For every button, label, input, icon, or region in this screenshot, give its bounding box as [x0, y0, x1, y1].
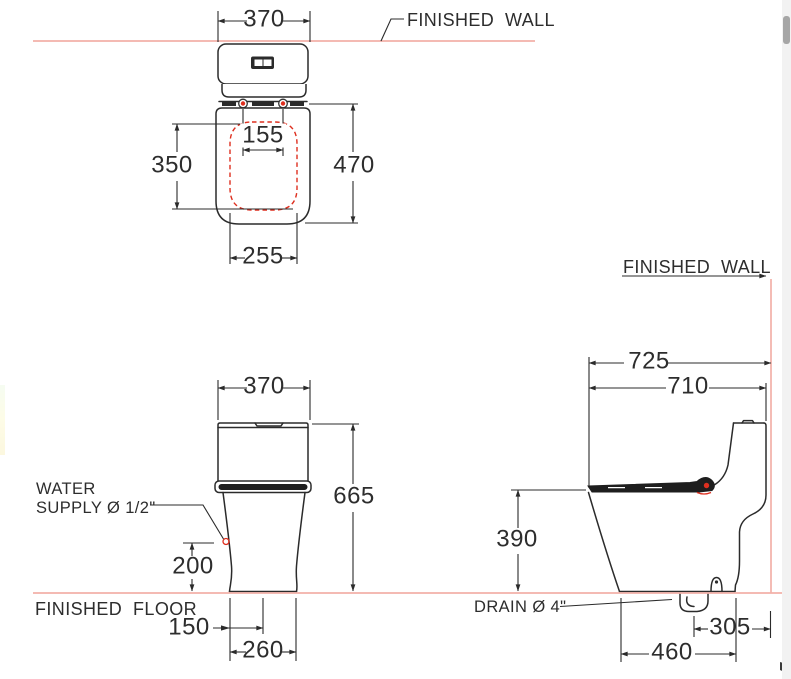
scrollbar-track[interactable] — [782, 0, 791, 679]
side-view — [511, 273, 772, 662]
drain-outlet — [559, 592, 709, 613]
toilet-side-profile — [587, 419, 767, 593]
bowl-top-view — [215, 107, 311, 225]
dim-200 — [183, 542, 214, 592]
dim-665 — [312, 423, 359, 592]
front-view — [150, 380, 359, 661]
tank-lid-edge — [221, 84, 307, 98]
finished-wall-leader — [380, 18, 404, 42]
dim-390 — [511, 489, 586, 592]
dim-label-305: 305 — [709, 613, 751, 641]
fixing-bolt-cap — [710, 576, 723, 593]
dim-label-725: 725 — [628, 347, 670, 375]
seat-hinge-cap — [703, 482, 710, 489]
dim-label-710: 710 — [667, 372, 709, 400]
dim-label-150: 150 — [168, 613, 210, 641]
tank-front — [217, 422, 309, 481]
dim-305 — [693, 611, 772, 638]
dim-725 — [588, 357, 772, 488]
dim-255 — [229, 213, 298, 264]
drain-label: DRAIN Ø 4" — [474, 598, 567, 616]
top-view — [33, 11, 535, 264]
dim-370-front — [217, 380, 311, 420]
dim-label-370-top: 370 — [243, 5, 285, 33]
dim-150-260 — [213, 598, 297, 661]
dim-label-460: 460 — [651, 638, 693, 666]
dim-label-665: 665 — [333, 482, 375, 510]
dim-370-top — [217, 11, 311, 42]
dim-350 — [172, 123, 293, 210]
finished-wall-label-top: FINISHED WALL — [407, 10, 555, 30]
water-supply-leader — [150, 504, 224, 540]
water-supply-label-1: WATER — [36, 480, 96, 498]
left-edge-artifact — [0, 385, 5, 455]
bowl-front-right-edge — [295, 491, 306, 593]
water-supply-point — [222, 537, 230, 546]
finished-floor-label: FINISHED FLOOR — [35, 599, 198, 619]
flush-button-left — [254, 59, 263, 66]
scrollbar-thumb[interactable] — [783, 16, 790, 44]
tank-lid-notch — [254, 422, 284, 427]
dim-label-370-front: 370 — [243, 372, 285, 400]
dim-label-260: 260 — [242, 636, 284, 664]
water-supply-label-2: SUPPLY Ø 1/2" — [36, 499, 156, 517]
bowl-front-left-edge — [222, 491, 233, 593]
dim-460 — [620, 598, 737, 662]
dim-label-470: 470 — [333, 151, 375, 179]
dim-470 — [305, 103, 358, 224]
finished-wall-label-side: FINISHED WALL — [623, 257, 771, 277]
bowl-opening-dashed — [229, 121, 298, 211]
dim-label-255: 255 — [242, 242, 284, 270]
dim-label-155: 155 — [240, 121, 286, 149]
dim-label-200: 200 — [172, 552, 214, 580]
drain-leader — [559, 598, 673, 608]
seat-side — [587, 477, 715, 495]
seat-hinge-bar — [218, 98, 308, 109]
dim-710 — [588, 383, 767, 421]
dim-label-390: 390 — [496, 525, 538, 553]
flush-button-right — [263, 59, 272, 66]
dim-label-350: 350 — [151, 151, 193, 179]
